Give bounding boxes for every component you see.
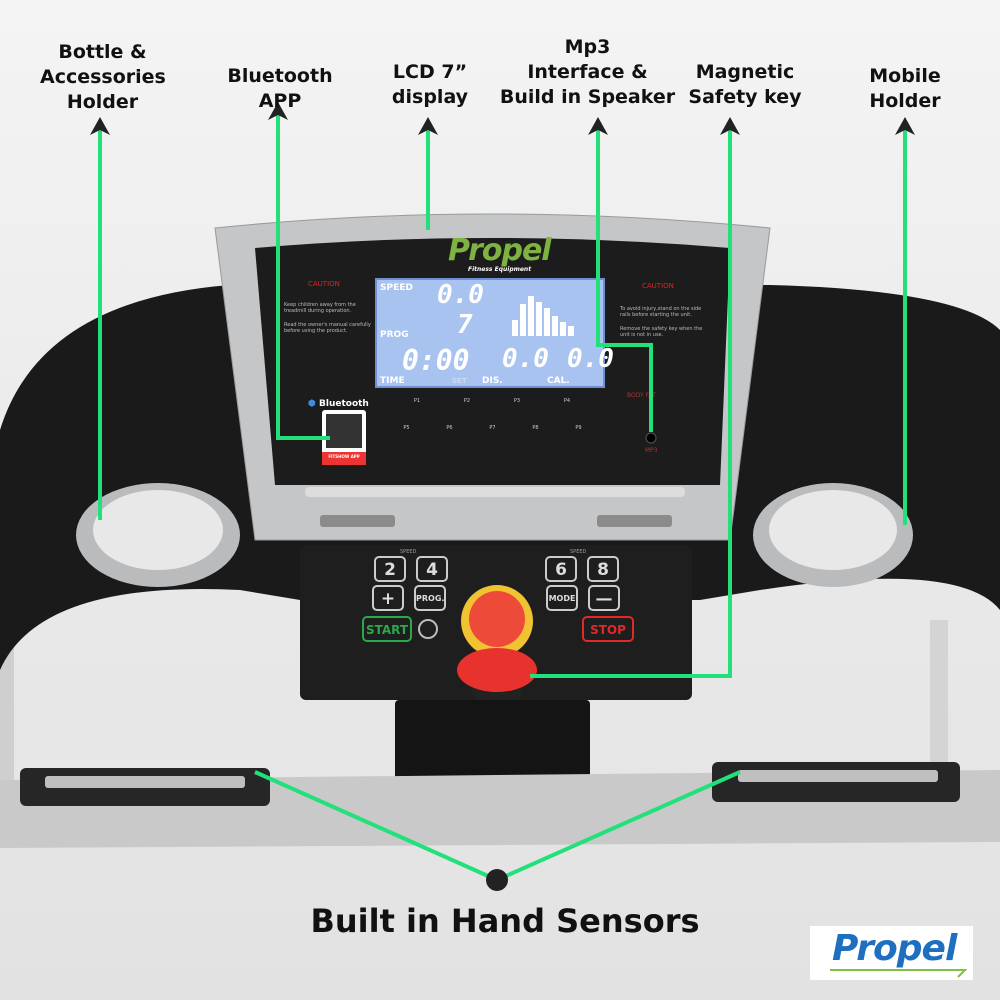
fan-icon[interactable] (418, 619, 438, 639)
lcd-calories-value: 0.0 (567, 344, 614, 374)
mode-button[interactable]: MODE (546, 585, 578, 611)
mp3-jack (645, 432, 657, 444)
program-p7: P7 (489, 425, 496, 431)
speed-8-button[interactable]: 8 (587, 556, 619, 582)
app-label: FITSHOW APP (328, 454, 360, 459)
lcd-prog-label: PROG (380, 330, 409, 340)
lcd-time-label: TIME (380, 376, 405, 386)
caution-left-text-1: Keep children away from the treadmill du… (284, 302, 356, 314)
lcd-calories-label: CAL. (547, 376, 570, 386)
callout-line-mp3 (596, 128, 653, 432)
program-icons-row1: P1 P2 P3 P4 (392, 398, 592, 404)
program-p1: P1 (413, 398, 421, 404)
arrow-up-icon (268, 102, 288, 120)
console-brand-sub: Fitness Equipment (468, 266, 532, 273)
speed-2-button[interactable]: 2 (374, 556, 406, 582)
lcd-set-label: SET (452, 377, 467, 385)
program-icons-row2: P5 P6 P7 P8 P9 (385, 425, 600, 431)
stop-button[interactable]: STOP (582, 616, 634, 642)
bluetooth-icon: ⬢ (308, 399, 316, 409)
callout-dot (486, 869, 508, 891)
caution-right-text-2: Remove the safety key when the unit is n… (620, 326, 703, 338)
magnetic-safety-key (457, 648, 537, 692)
body-fat-label: BODY FAT (627, 392, 656, 399)
speed-6-button[interactable]: 6 (545, 556, 577, 582)
bluetooth-label: ⬢ Bluetooth (308, 399, 369, 409)
callout-line-safety-key (530, 128, 732, 678)
program-p6: P6 (446, 425, 453, 431)
speed-label-left: SPEED (400, 549, 417, 555)
minus-button[interactable]: — (588, 585, 620, 611)
plus-button[interactable]: + (372, 585, 404, 611)
propel-logo: Propel (810, 926, 973, 980)
caution-right-text-1: To avoid injury,stand on the side rails … (620, 306, 702, 318)
speed-4-button[interactable]: 4 (416, 556, 448, 582)
program-p4: P4 (563, 398, 571, 404)
lcd-speed-label: SPEED (380, 283, 413, 293)
arrow-up-icon (895, 117, 915, 135)
arrow-up-icon (90, 117, 110, 135)
console-brand-logo: Propel (448, 233, 552, 268)
mp3-label: MP3 (645, 447, 658, 454)
program-p5: P5 (403, 425, 410, 431)
program-p3: P3 (513, 398, 521, 404)
arrow-up-icon (720, 117, 740, 135)
callout-line-hand-sensors (254, 770, 741, 883)
callout-lcd-display: LCD 7”display (391, 61, 469, 108)
program-p2: P2 (463, 398, 471, 404)
arrow-up-icon (418, 117, 438, 135)
lcd-distance-value: 0.0 (502, 344, 549, 374)
caution-right: CAUTION (642, 282, 674, 290)
caution-left: CAUTION (308, 280, 340, 288)
program-p9: P9 (575, 425, 582, 431)
callout-hand-sensors: Built in Hand Sensors (310, 902, 700, 940)
lcd-prog-value: 7 (457, 310, 473, 340)
prog-button[interactable]: PROG. (414, 585, 446, 611)
lcd-display: SPEED 0.0 PROG 7 0:00 TIME 0.0 DIS. 0.0 … (375, 278, 614, 388)
lcd-program-graph (512, 296, 574, 336)
arrow-up-icon (588, 117, 608, 135)
caution-left-text-2: Read the owner's manual carefully before… (284, 322, 371, 334)
speaker-grilles (320, 515, 672, 527)
lcd-speed-value: 0.0 (437, 280, 484, 310)
lcd-time-value: 0:00 (402, 344, 470, 377)
speed-label-right: SPEED (570, 549, 587, 555)
program-p8: P8 (532, 425, 539, 431)
callout-line-bluetooth (276, 113, 330, 440)
start-button[interactable]: START (362, 616, 412, 642)
lcd-distance-label: DIS. (482, 376, 503, 386)
